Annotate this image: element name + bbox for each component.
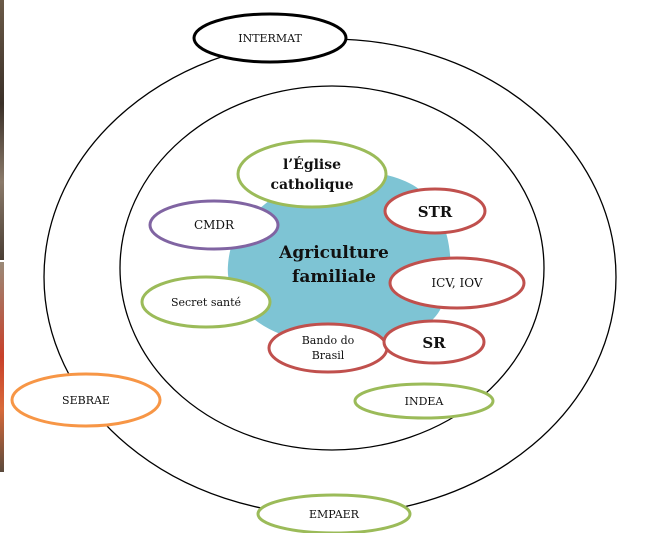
node-icv-label: ICV, IOV (431, 276, 482, 290)
photo-edge-bottom (0, 262, 4, 472)
node-cmdr-label: CMDR (194, 218, 235, 232)
core-label-line1: Agriculture (278, 243, 389, 263)
photo-edge-top (0, 0, 4, 260)
node-icv-shape (388, 256, 526, 310)
node-icv: ICV, IOV (388, 256, 526, 310)
node-empaer: EMPAER (256, 493, 412, 533)
node-cmdr: CMDR (148, 199, 280, 251)
node-bando: Bando do Brasil (267, 322, 389, 374)
node-sebrae-label: SEBRAE (62, 394, 110, 407)
node-indea: INDEA (353, 382, 495, 420)
node-bando-shape (267, 322, 389, 374)
node-cmdr-shape (148, 199, 280, 251)
node-sebrae: SEBRAE (10, 372, 162, 428)
node-empaer-shape (256, 493, 412, 533)
node-sr: SR (382, 319, 486, 365)
inner-ring (119, 85, 545, 451)
node-intermat: INTERMAT (192, 12, 348, 64)
node-secret: Secret santé (140, 275, 272, 329)
node-str-shape (383, 187, 487, 235)
node-eglise-line1: l’Église (283, 155, 341, 173)
node-eglise-line2: catholique (270, 177, 353, 193)
node-sebrae-shape (10, 372, 162, 428)
node-secret-label: Secret santé (171, 296, 241, 309)
node-sr-shape (382, 319, 486, 365)
node-bando-line2: Brasil (312, 349, 345, 362)
node-eglise: l’Église catholique (236, 139, 388, 209)
node-secret-shape (140, 275, 272, 329)
node-intermat-shape (192, 12, 348, 64)
node-empaer-label: EMPAER (309, 508, 360, 521)
node-eglise-shape (236, 139, 388, 209)
node-str: STR (383, 187, 487, 235)
core-label-line2: familiale (292, 267, 376, 287)
node-indea-label: INDEA (405, 395, 445, 408)
node-intermat-label: INTERMAT (238, 32, 302, 45)
node-indea-shape (353, 382, 495, 420)
node-bando-line1: Bando do (302, 334, 355, 347)
node-str-label: STR (418, 203, 453, 221)
node-sr-label: SR (422, 334, 446, 352)
